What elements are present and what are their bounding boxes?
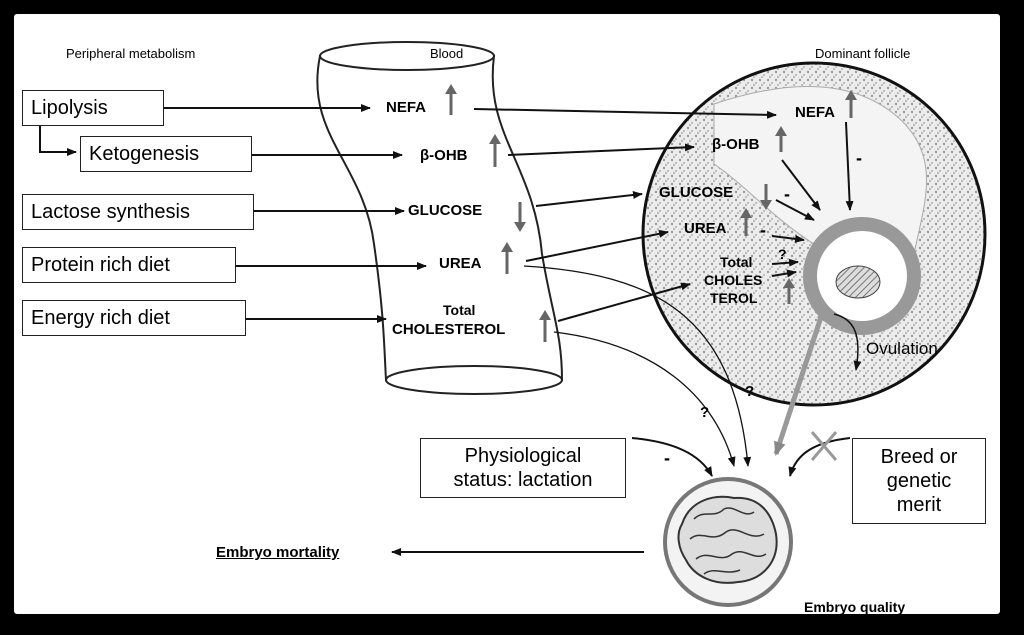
embryo-mortality-label: Embryo mortality bbox=[216, 544, 340, 561]
follicle-graphic bbox=[641, 61, 987, 407]
blood-urea-label: UREA bbox=[439, 255, 482, 272]
follicle-terol-label: TEROL bbox=[710, 290, 758, 306]
down-arrow-glucose-follicle bbox=[760, 184, 772, 210]
blood-total-label: Total bbox=[443, 302, 476, 318]
follicle-choles-label: CHOLES bbox=[704, 272, 763, 288]
blood-cholesterol-label: CHOLESTEROL bbox=[392, 321, 506, 338]
question-mark-urea-embryo: ? bbox=[700, 404, 710, 421]
follicle-inner-arrows bbox=[771, 121, 862, 371]
minus-sign-glucose: - bbox=[784, 184, 790, 204]
diagram-canvas: Peripheral metabolism Blood Dominant fol… bbox=[14, 14, 1000, 614]
question-mark-cholesterol-embryo: ? bbox=[745, 383, 755, 400]
breed-line2: genetic bbox=[886, 470, 952, 492]
minus-sign-nefa: - bbox=[856, 148, 862, 168]
blood-vessel bbox=[316, 41, 564, 395]
follicle-question-mark: ? bbox=[778, 246, 787, 262]
blood-glucose-label: GLUCOSE bbox=[408, 202, 483, 219]
up-arrow-cholesterol-blood bbox=[539, 310, 551, 342]
physiological-line2: status: lactation bbox=[453, 469, 593, 491]
ovulation-arrow bbox=[773, 313, 825, 456]
blood-nefa-label: NEFA bbox=[386, 99, 427, 116]
header-dominant-follicle: Dominant follicle bbox=[815, 46, 911, 61]
ovulation-label: Ovulation bbox=[866, 339, 938, 358]
embryo-quality-label: Embryo quality bbox=[804, 599, 906, 614]
follicle-urea-label: UREA bbox=[684, 220, 727, 237]
up-arrow-bohb-follicle bbox=[775, 126, 787, 152]
up-arrow-cholesterol-follicle bbox=[783, 278, 795, 304]
level-arrows bbox=[445, 84, 857, 342]
up-arrow-bohb-blood bbox=[489, 134, 501, 167]
lactose-synthesis-label: Lactose synthesis bbox=[31, 200, 190, 223]
embryo-influence-arrows bbox=[391, 437, 851, 556]
lipolysis-box: Lipolysis bbox=[22, 90, 164, 126]
protein-diet-label: Protein rich diet bbox=[31, 253, 170, 276]
blocked-cross bbox=[810, 431, 838, 461]
ketogenesis-box: Ketogenesis bbox=[80, 136, 252, 172]
minus-sign-urea: - bbox=[760, 220, 766, 240]
up-arrow-nefa-blood bbox=[445, 84, 457, 115]
header-blood: Blood bbox=[430, 46, 464, 61]
breed-genetic-merit-box: Breed or genetic merit bbox=[852, 438, 986, 524]
follicle-glucose-label: GLUCOSE bbox=[659, 184, 734, 201]
blood-follicle-arrows bbox=[473, 108, 777, 467]
left-arrows bbox=[39, 104, 427, 323]
up-arrow-urea-blood bbox=[501, 242, 513, 274]
breed-line1: Breed or bbox=[880, 446, 958, 468]
minus-sign-physiological: - bbox=[664, 448, 670, 468]
ketogenesis-label: Ketogenesis bbox=[89, 142, 200, 165]
follicle-bohb-label: β-OHB bbox=[712, 136, 760, 153]
up-arrow-nefa-follicle bbox=[845, 90, 857, 118]
physiological-line1: Physiological bbox=[464, 445, 582, 467]
protein-diet-box: Protein rich diet bbox=[22, 247, 236, 283]
follicle-total-label: Total bbox=[720, 254, 753, 270]
lipolysis-label: Lipolysis bbox=[31, 96, 108, 119]
energy-diet-label: Energy rich diet bbox=[31, 306, 170, 329]
follicle-nefa-label: NEFA bbox=[795, 104, 836, 121]
energy-diet-box: Energy rich diet bbox=[22, 300, 246, 336]
up-arrow-urea-follicle bbox=[740, 208, 752, 236]
down-arrow-glucose-blood bbox=[514, 202, 526, 232]
embryo-graphic bbox=[663, 477, 793, 607]
header-peripheral-metabolism: Peripheral metabolism bbox=[66, 46, 196, 61]
breed-line3: merit bbox=[896, 494, 942, 516]
blood-bohb-label: β-OHB bbox=[420, 147, 468, 164]
lactose-synthesis-box: Lactose synthesis bbox=[22, 194, 254, 230]
diagram-graphics bbox=[39, 41, 987, 607]
physiological-status-box: Physiological status: lactation bbox=[420, 438, 626, 498]
